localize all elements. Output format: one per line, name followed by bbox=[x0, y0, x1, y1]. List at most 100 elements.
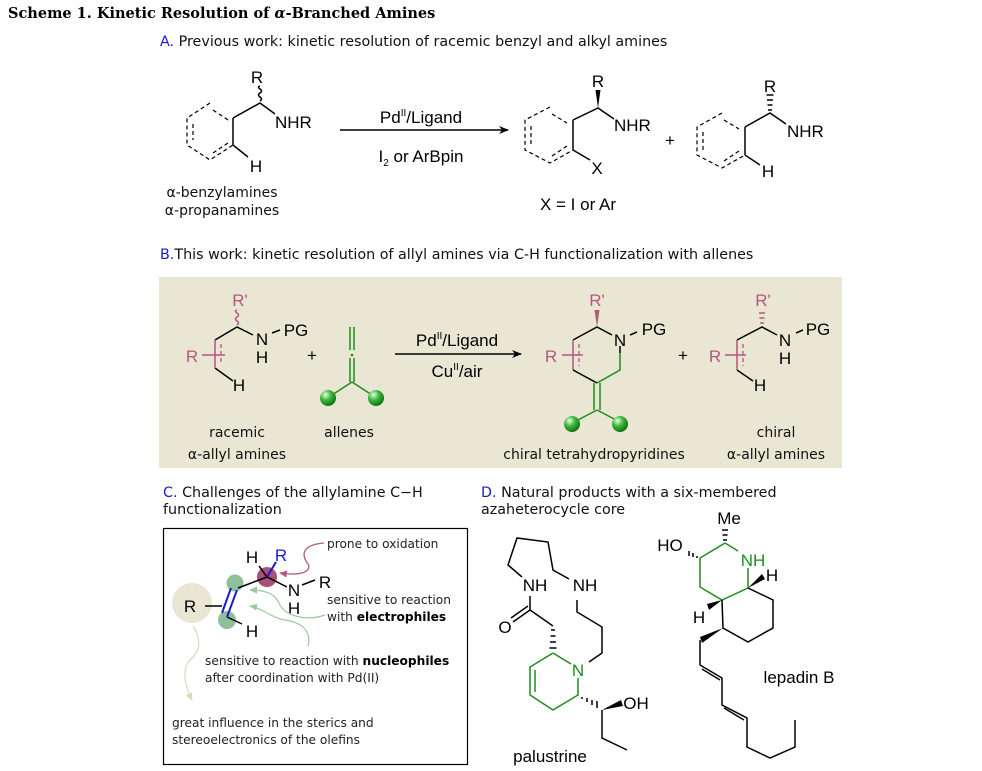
reagent-pd: Pd bbox=[380, 108, 401, 127]
section-a-letter: A. bbox=[160, 34, 174, 50]
reagent-top: PdII/Ligand bbox=[416, 331, 498, 350]
section-b-heading: B.This work: kinetic resolution of allyl… bbox=[160, 247, 753, 263]
note-electrophiles-line2: with electrophiles bbox=[327, 610, 446, 624]
bonds bbox=[736, 326, 804, 382]
substituent-ball-icon bbox=[612, 416, 628, 432]
atom-r-prime: R' bbox=[232, 291, 248, 310]
substrate-label-1: α-benzylamines bbox=[166, 185, 277, 201]
atom-h-n: H bbox=[779, 349, 791, 368]
atom-h-n: H bbox=[288, 599, 300, 618]
reagent-pd: Pd bbox=[416, 331, 437, 350]
atom-r: R bbox=[592, 72, 604, 91]
alkene-double-bonds bbox=[701, 668, 745, 721]
atom-nh-amine: NH bbox=[573, 576, 598, 595]
title-alpha: α bbox=[274, 5, 285, 22]
section-b: B.This work: kinetic resolution of allyl… bbox=[159, 247, 842, 468]
arene-inner-dashes bbox=[530, 113, 568, 157]
wavy-bond-icon bbox=[257, 85, 263, 102]
atom-r-left: R bbox=[184, 597, 196, 616]
hashed-bond-icon bbox=[722, 529, 728, 541]
reagent-rest: /air bbox=[459, 362, 483, 381]
atom-h: H bbox=[762, 162, 774, 181]
reagent-sub: 2 bbox=[383, 158, 389, 169]
note-text: with bbox=[327, 610, 357, 624]
substituent-ball-icon bbox=[320, 390, 336, 406]
bonds bbox=[214, 326, 281, 382]
section-a: A. Previous work: kinetic resolution of … bbox=[160, 34, 824, 219]
carbonyl-double-bond bbox=[510, 605, 531, 623]
atom-h-top: H bbox=[246, 548, 258, 567]
atom-r: R bbox=[709, 347, 721, 366]
reagent-top: PdII/Ligand bbox=[380, 108, 462, 127]
note-text: sensitive to reaction with bbox=[205, 654, 363, 668]
chiral-allyl-amine: R' R N H PG H chiral α-allyl amines bbox=[709, 291, 830, 463]
exocyclic-alkene-bonds bbox=[575, 353, 621, 422]
note-emphasis: nucleophiles bbox=[363, 654, 450, 668]
note-nucleophiles-line1: sensitive to reaction with nucleophiles bbox=[205, 654, 449, 668]
atom-oh: OH bbox=[623, 694, 649, 713]
section-c-heading-line1: C. Challenges of the allylamine C−H bbox=[163, 485, 423, 501]
atom-h-n: H bbox=[256, 348, 268, 367]
reagent-sup: II bbox=[453, 362, 459, 373]
wedge-bond-icon bbox=[595, 90, 601, 108]
reagent-sup: II bbox=[437, 331, 443, 342]
arene-ring-dashed bbox=[186, 102, 234, 161]
atom-h-8a: H bbox=[766, 566, 778, 585]
atom-h: H bbox=[754, 376, 766, 395]
plus-sign: + bbox=[307, 346, 317, 365]
reagent-bottom: CuII/air bbox=[432, 362, 483, 381]
note-electrophiles-line1: sensitive to reaction bbox=[327, 593, 451, 607]
racemic-allyl-amine: R' R N H PG H racemic α-allyl amines bbox=[186, 291, 308, 463]
piperidine-ring bbox=[699, 542, 749, 601]
wedge-bond-icon bbox=[707, 600, 722, 610]
reagent-i: I bbox=[379, 147, 384, 166]
allene: allenes bbox=[320, 327, 384, 441]
section-c-box bbox=[162, 527, 469, 766]
reagent-cu: Cu bbox=[432, 362, 454, 381]
section-d-heading-line1: D. Natural products with a six-membered bbox=[481, 485, 777, 501]
atom-pg: PG bbox=[284, 321, 309, 340]
note-emphasis: electrophiles bbox=[357, 610, 446, 624]
section-c-text: Challenges of the allylamine C−H bbox=[178, 485, 423, 501]
note-sterics-line1: great influence in the sterics and bbox=[172, 716, 374, 730]
atom-pg: PG bbox=[642, 320, 667, 339]
atom-h: H bbox=[250, 157, 262, 176]
reagent-sup: II bbox=[401, 108, 407, 119]
bonds bbox=[507, 537, 628, 751]
section-d-text: Natural products with a six-membered bbox=[497, 485, 777, 501]
atom-r-blue: R bbox=[275, 546, 287, 565]
bonds bbox=[232, 102, 276, 158]
atom-r-prime: R' bbox=[755, 291, 771, 310]
wedge-bond-icon bbox=[594, 310, 600, 327]
atom-n: N bbox=[288, 581, 300, 600]
section-b-text: This work: kinetic resolution of allyl a… bbox=[173, 247, 753, 263]
r-bond bbox=[266, 561, 277, 578]
atom-me: Me bbox=[717, 509, 741, 528]
substrate-label-1: racemic bbox=[209, 425, 265, 441]
arene-inner-dashes bbox=[702, 119, 740, 162]
bonds bbox=[572, 107, 615, 161]
atom-n: N bbox=[614, 331, 626, 350]
product-label: chiral tetrahydropyridines bbox=[503, 447, 685, 463]
atom-r: R bbox=[764, 77, 776, 96]
note-oxidation: prone to oxidation bbox=[327, 537, 438, 551]
section-a-text: kinetic resolution of racemic benzyl and… bbox=[288, 34, 668, 50]
note-sterics-line2: stereoelectronics of the olefins bbox=[172, 733, 360, 747]
atom-r: R bbox=[186, 347, 198, 366]
recovered-label-2: α-allyl amines bbox=[727, 447, 825, 463]
substrate-label-2: α-allyl amines bbox=[188, 447, 286, 463]
palustrine-name: palustrine bbox=[513, 747, 587, 766]
wavy-bond-icon bbox=[234, 309, 240, 326]
recovered-label-1: chiral bbox=[757, 425, 796, 441]
atom-n: N bbox=[779, 331, 791, 350]
arylated-product: R NHR X X = I or Ar bbox=[524, 72, 651, 214]
atom-x: X bbox=[591, 159, 602, 178]
bonds bbox=[699, 587, 796, 759]
electrophile-arrow-icon bbox=[249, 586, 326, 619]
section-c-heading-line2: functionalization bbox=[163, 502, 282, 518]
wedge-bond-icon bbox=[700, 628, 723, 643]
arene-inner-dashes bbox=[192, 109, 229, 154]
piperidine-ring bbox=[529, 652, 579, 711]
reagent-bottom: I2 or ArBpin bbox=[379, 147, 464, 169]
section-b-letter: B. bbox=[160, 247, 174, 263]
